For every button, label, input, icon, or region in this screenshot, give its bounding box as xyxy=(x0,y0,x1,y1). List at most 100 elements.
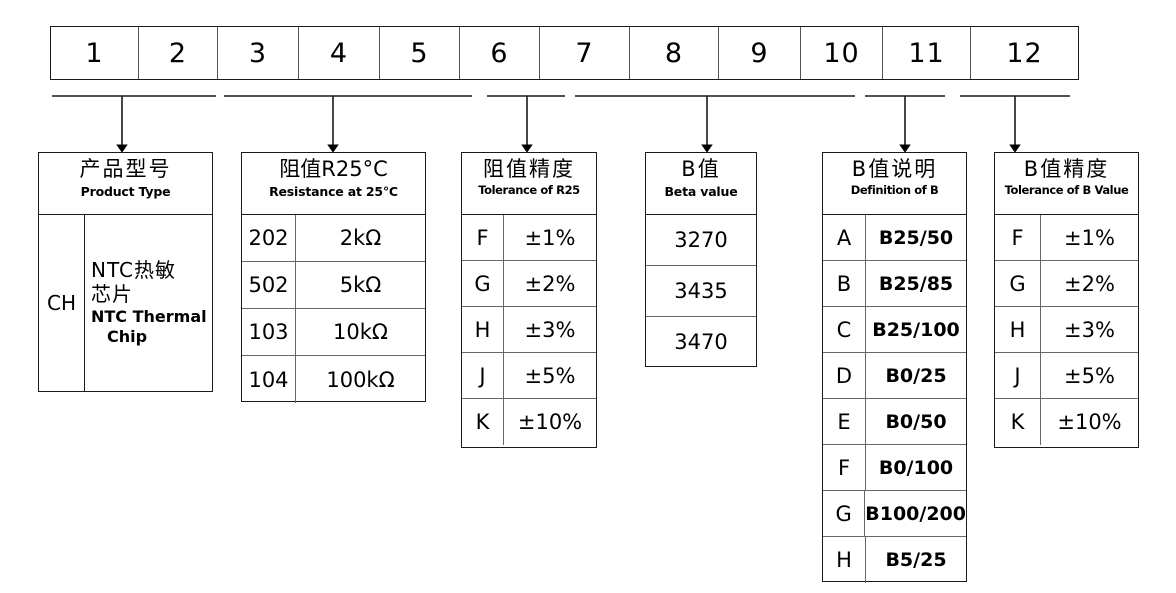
tolerance-b-value: ±5% xyxy=(1064,363,1115,388)
tolerance-b-rows: F ±1% G ±2% H ±3% J ±5% K ±10% xyxy=(995,215,1138,445)
table-row: 3470 xyxy=(646,317,756,367)
tolerance-b-value: ±1% xyxy=(1064,225,1115,250)
definition-of-b-value: B0/25 xyxy=(885,364,947,387)
tolerance-b-code: F xyxy=(995,215,1041,260)
position-bar: 1 2 3 4 5 6 7 8 9 10 11 12 xyxy=(50,26,1079,80)
position-cell-4: 4 xyxy=(299,27,380,79)
position-cell-8: 8 xyxy=(630,27,719,79)
definition-of-b-code: H xyxy=(823,537,866,583)
product-type-desc-cn-2: 芯片 xyxy=(91,282,133,306)
definition-of-b-value: B25/50 xyxy=(878,226,954,249)
table-row: F B0/100 xyxy=(823,445,966,491)
table-row: K ±10% xyxy=(462,399,596,445)
table-row: G ±2% xyxy=(462,261,596,307)
beta-value-header-en: Beta value xyxy=(664,183,738,199)
table-row: F ±1% xyxy=(462,215,596,261)
tolerance-b-header-cn: B值精度 xyxy=(1023,157,1110,181)
beta-value-item: 3435 xyxy=(674,279,728,303)
resistance-value: 10kΩ xyxy=(333,320,388,344)
resistance-code: 502 xyxy=(242,262,296,308)
position-cell-2: 2 xyxy=(139,27,218,79)
tolerance-r25-value: ±2% xyxy=(524,271,576,296)
table-row: 103 10kΩ xyxy=(242,309,425,356)
definition-of-b-value: B25/85 xyxy=(878,272,954,295)
definition-of-b-rows: A B25/50 B B25/85 C B25/100 D B0/25 E B0… xyxy=(823,215,966,583)
tolerance-b-header: B值精度 Tolerance of B Value xyxy=(995,153,1138,215)
position-cell-3: 3 xyxy=(218,27,299,79)
tolerance-b-code: J xyxy=(995,353,1041,398)
beta-value-header: B值 Beta value xyxy=(646,153,756,215)
definition-of-b-header: B值说明 Definition of B xyxy=(823,153,966,215)
product-type-desc-en-2: Chip xyxy=(107,326,148,346)
group-box-product-type: 产品型号 Product Type CH NTC热敏 芯片 NTC Therma… xyxy=(38,152,213,392)
product-type-code: CH xyxy=(39,215,85,391)
definition-of-b-code: D xyxy=(823,353,866,398)
tolerance-r25-code: K xyxy=(462,399,504,445)
definition-of-b-header-cn: B值说明 xyxy=(851,157,938,181)
tolerance-r25-rows: F ±1% G ±2% H ±3% J ±5% K ±10% xyxy=(462,215,596,445)
resistance-value: 100kΩ xyxy=(326,367,395,392)
group-box-definition-of-b: B值说明 Definition of B A B25/50 B B25/85 C… xyxy=(822,152,967,583)
beta-value-header-cn: B值 xyxy=(681,157,721,181)
product-type-header-cn: 产品型号 xyxy=(79,157,172,181)
product-type-desc-cn-1: NTC热敏 xyxy=(91,258,176,283)
tolerance-r25-code: H xyxy=(462,307,504,352)
group-box-resistance: 阻值R25°C Resistance at 25°C 202 2kΩ 502 5… xyxy=(241,152,426,403)
definition-of-b-code: F xyxy=(823,445,866,490)
resistance-code: 104 xyxy=(242,356,296,403)
definition-of-b-code: G xyxy=(823,491,866,536)
definition-of-b-code: B xyxy=(823,261,866,306)
table-row: 104 100kΩ xyxy=(242,356,425,403)
tolerance-b-value: ±10% xyxy=(1057,410,1122,434)
resistance-header-en: Resistance at 25°C xyxy=(269,183,398,199)
table-row: J ±5% xyxy=(995,353,1138,399)
tolerance-r25-value: ±1% xyxy=(524,225,576,250)
table-row: H B5/25 xyxy=(823,537,966,583)
table-row: H ±3% xyxy=(995,307,1138,353)
position-cell-6: 6 xyxy=(460,27,540,79)
tolerance-r25-code: F xyxy=(462,215,504,260)
resistance-value: 2kΩ xyxy=(339,226,382,250)
resistance-header: 阻值R25°C Resistance at 25°C xyxy=(242,153,425,215)
resistance-value: 5kΩ xyxy=(339,273,382,297)
definition-of-b-header-en: Definition of B xyxy=(850,182,939,197)
table-row: H ±3% xyxy=(462,307,596,353)
resistance-code: 202 xyxy=(242,215,296,261)
position-cell-10: 10 xyxy=(801,27,883,79)
table-row: K ±10% xyxy=(995,399,1138,445)
definition-of-b-value: B5/25 xyxy=(885,549,947,571)
position-cell-12: 12 xyxy=(1006,37,1043,69)
group-box-tolerance-r25: 阻值精度 Tolerance of R25 F ±1% G ±2% H ±3% … xyxy=(461,152,597,448)
position-cell-7: 7 xyxy=(540,27,630,79)
tolerance-b-code: H xyxy=(995,307,1041,352)
resistance-code: 103 xyxy=(242,309,296,355)
tolerance-r25-value: ±10% xyxy=(517,410,583,434)
definition-of-b-value: B100/200 xyxy=(865,502,966,525)
tolerance-b-value: ±2% xyxy=(1064,271,1115,296)
table-row: 502 5kΩ xyxy=(242,262,425,309)
table-row: 202 2kΩ xyxy=(242,215,425,262)
definition-of-b-code: A xyxy=(823,215,866,260)
position-cell-9: 9 xyxy=(719,27,801,79)
tolerance-b-code: K xyxy=(995,399,1041,445)
product-type-header-en: Product Type xyxy=(80,183,171,199)
group-box-beta-value: B值 Beta value 3270 3435 3470 xyxy=(645,152,757,367)
tolerance-r25-value: ±3% xyxy=(524,317,576,342)
table-row: 3270 xyxy=(646,215,756,266)
product-type-body: CH NTC热敏 芯片 NTC Thermal Chip xyxy=(39,215,212,391)
position-cell-5: 5 xyxy=(380,27,460,79)
group-box-tolerance-b-value: B值精度 Tolerance of B Value F ±1% G ±2% H … xyxy=(994,152,1139,448)
tolerance-r25-value: ±5% xyxy=(524,363,576,388)
tolerance-b-code: G xyxy=(995,261,1041,306)
definition-of-b-code: C xyxy=(823,307,866,352)
tolerance-r25-header: 阻值精度 Tolerance of R25 xyxy=(462,153,596,215)
product-type-description: NTC热敏 芯片 NTC Thermal Chip xyxy=(85,215,212,391)
tolerance-r25-code: G xyxy=(462,261,504,306)
product-type-header: 产品型号 Product Type xyxy=(39,153,212,215)
position-cell-11: 11 xyxy=(883,27,971,79)
position-cell-1: 1 xyxy=(51,27,139,79)
resistance-rows: 202 2kΩ 502 5kΩ 103 10kΩ 104 100kΩ xyxy=(242,215,425,403)
table-row: F ±1% xyxy=(995,215,1138,261)
tolerance-b-header-en: Tolerance of B Value xyxy=(1004,182,1129,197)
